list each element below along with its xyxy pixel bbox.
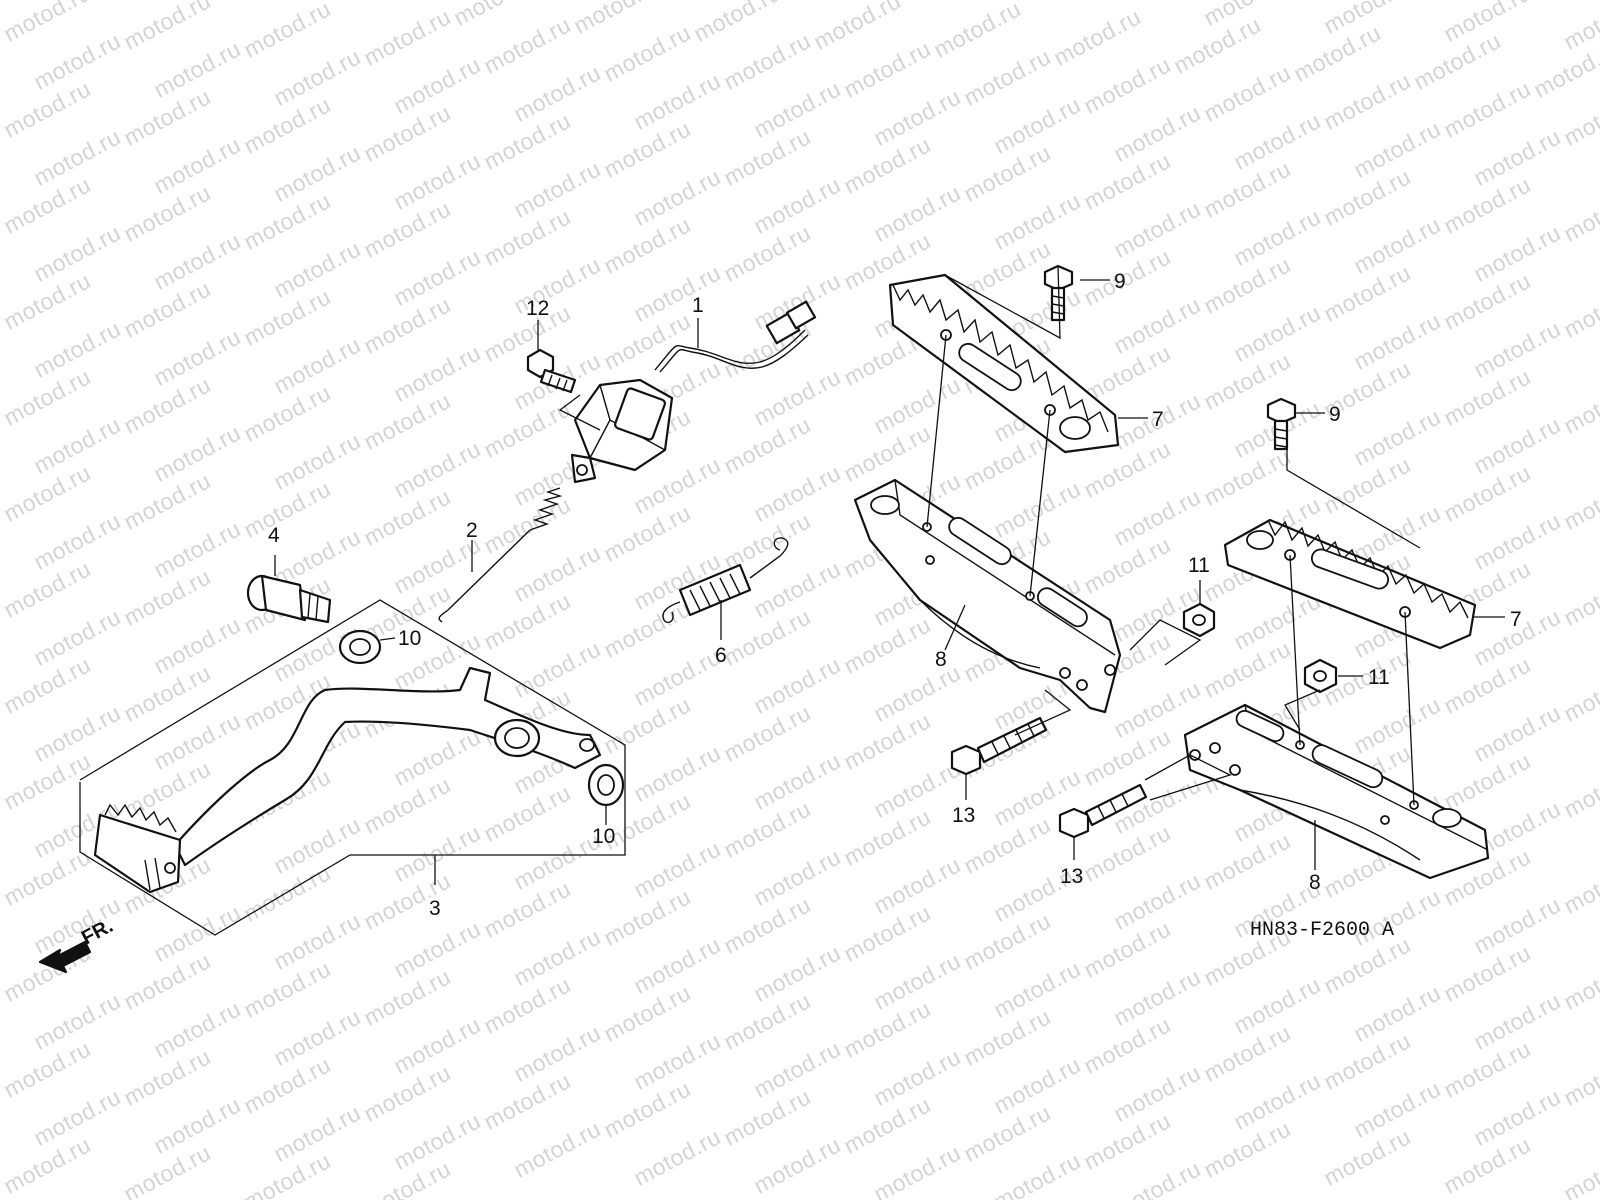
bolt-13-upper (950, 716, 1048, 776)
callout-3: 3 (429, 897, 441, 920)
footpeg-top-7-lower (1223, 518, 1477, 650)
callout-10-upper: 10 (398, 627, 421, 650)
nut-11-upper (1182, 602, 1216, 638)
nut-11-lower (1303, 658, 1338, 694)
diagram-code: HN83-F2600 A (1250, 919, 1394, 942)
callout-8-lower: 8 (1309, 871, 1321, 894)
seal-10-lower (587, 763, 625, 807)
return-spring-6 (662, 537, 789, 624)
callout-7-lower: 7 (1510, 608, 1522, 631)
bolt-13-lower (1058, 783, 1148, 839)
bolt-12 (526, 348, 577, 394)
callout-4: 4 (268, 524, 280, 547)
callout-11-lower: 11 (1368, 666, 1390, 689)
brake-pedal-3 (93, 666, 602, 894)
pedal-group-bracket (79, 599, 626, 936)
callout-12: 12 (526, 297, 549, 320)
switch-spring-2 (438, 487, 563, 623)
callout-8-upper: 8 (935, 648, 947, 671)
bolt-9-lower (1266, 397, 1297, 451)
callout-11-upper: 11 (1188, 554, 1210, 577)
callout-7-upper: 7 (1152, 408, 1164, 431)
seal-10-upper (338, 629, 382, 665)
footpeg-bracket-8-lower (1183, 703, 1490, 880)
assembly-lines (274, 265, 1505, 870)
callout-9-upper: 9 (1114, 270, 1126, 293)
footpeg-top-7-upper (888, 273, 1120, 454)
pivot-bolt-4 (246, 574, 332, 624)
callout-13-lower: 13 (1060, 865, 1083, 888)
callout-13-upper: 13 (952, 804, 975, 827)
callout-2: 2 (466, 519, 478, 542)
callout-1: 1 (692, 294, 704, 317)
front-arrow: FR. (38, 915, 117, 974)
callout-6: 6 (715, 644, 727, 667)
brake-switch-assembly (570, 300, 817, 484)
callout-9-lower: 9 (1329, 403, 1341, 426)
callout-10-lower: 10 (592, 825, 615, 848)
footpeg-bracket-8-upper (853, 478, 1122, 714)
